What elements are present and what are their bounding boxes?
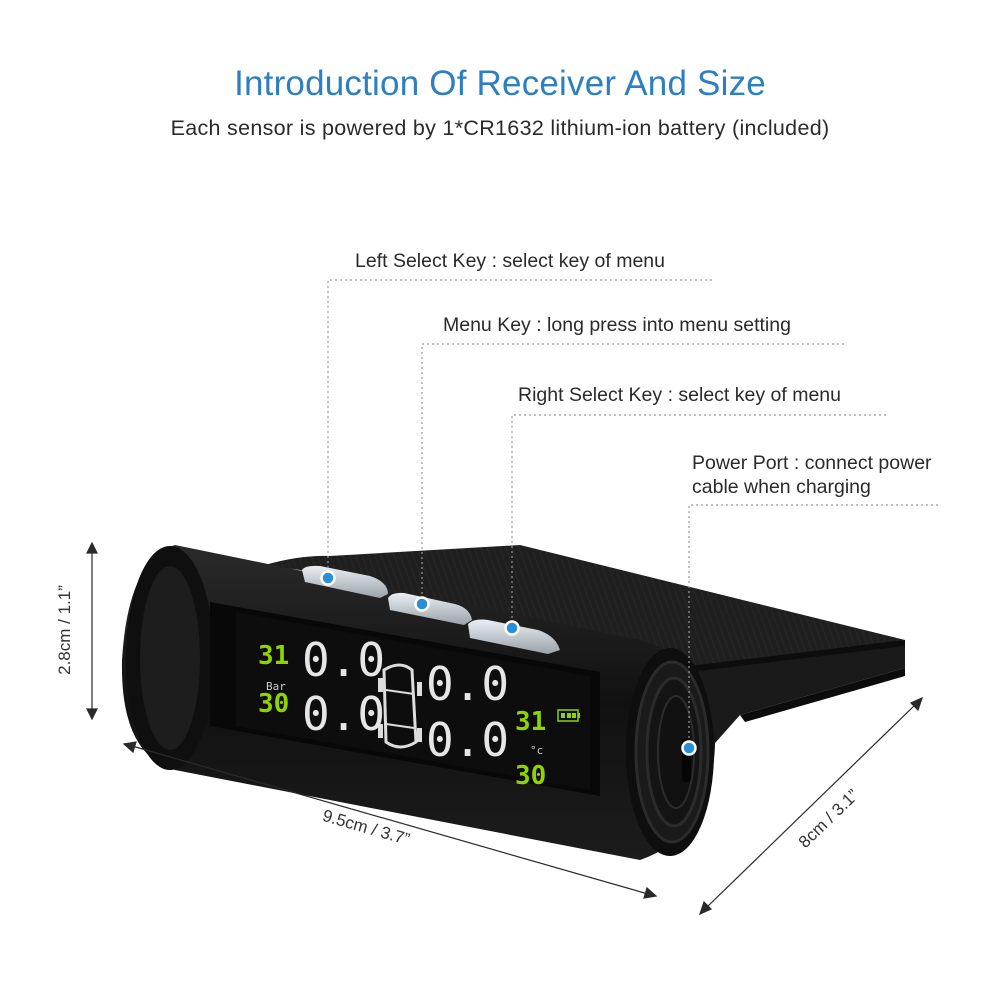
leader-lines [327,279,938,748]
tire-rl-readout: 0.0 [302,687,385,741]
fr-pressure-small: 31 [515,707,546,737]
fl-temp: 30 [258,689,289,719]
tire-fr-readout: 0.0 [426,657,509,711]
right-select-key[interactable] [468,619,560,655]
menu-key[interactable] [388,592,472,625]
fl-pressure-small: 31 [258,641,289,671]
dimension-arrows [86,541,924,916]
power-port-label-line1: Power Port : connect power [692,452,932,474]
menu-key-label: Menu Key : long press into menu setting [443,314,791,336]
left-select-key-label: Left Select Key : select key of menu [355,250,665,272]
tire-fl-readout: 0.0 [302,633,385,687]
lcd-readouts: 31 Bar 30 0.0 0.0 0.0 0.0 31 °c 30 [258,633,546,791]
power-port-label-line2: cable when charging [692,476,871,498]
battery-icon [557,709,580,722]
tire-rr-readout: 0.0 [426,713,509,767]
temp-unit: °c [530,744,543,757]
height-dimension-label: 2.8cm / 1.1” [55,585,74,675]
page-title: Introduction Of Receiver And Size [234,64,766,103]
callout-dots [320,570,697,756]
car-icon [378,663,422,749]
fr-temp: 30 [515,761,546,791]
right-select-key-label: Right Select Key : select key of menu [518,384,841,406]
page-subtitle: Each sensor is powered by 1*CR1632 lithi… [170,116,830,140]
pressure-unit: Bar [266,680,286,693]
solar-panel [265,545,905,678]
